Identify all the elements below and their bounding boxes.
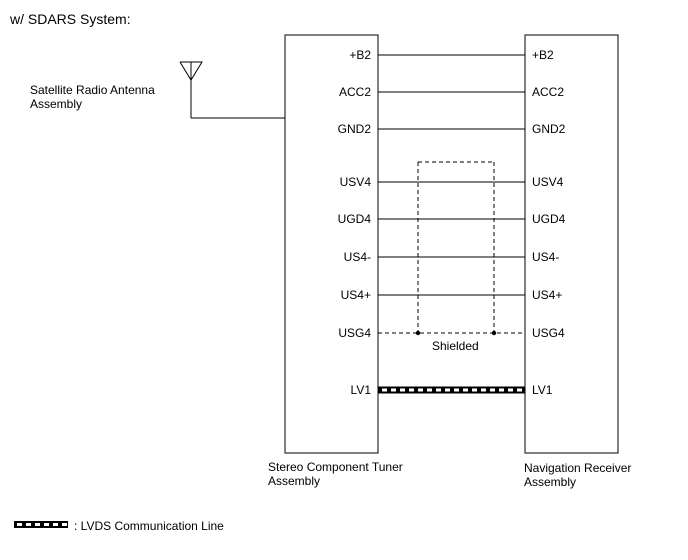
receiver-pin-label: USG4 bbox=[532, 326, 565, 340]
legend-lvds-segment bbox=[17, 523, 22, 526]
lvds-wire-segment bbox=[508, 388, 513, 392]
receiver-pin-label: LV1 bbox=[532, 383, 553, 397]
receiver-label-line2: Assembly bbox=[524, 475, 576, 489]
tuner-pin-label: USV4 bbox=[340, 175, 372, 189]
lvds-wire-segment bbox=[445, 388, 450, 392]
lvds-wire-segment bbox=[382, 388, 387, 392]
lvds-wire-segment bbox=[400, 388, 405, 392]
lvds-wire-segment bbox=[436, 388, 441, 392]
lvds-wire-segment bbox=[463, 388, 468, 392]
legend-lvds-swatch bbox=[14, 521, 68, 528]
receiver-pin-label: USV4 bbox=[532, 175, 564, 189]
lvds-wire-segment bbox=[454, 388, 459, 392]
tuner-pin-label: LV1 bbox=[351, 383, 372, 397]
lvds-wire-segment bbox=[499, 388, 504, 392]
lvds-wire-segment bbox=[472, 388, 477, 392]
diagram-title: w/ SDARS System: bbox=[9, 11, 131, 27]
legend-lvds-segment bbox=[26, 523, 31, 526]
receiver-pin-label: US4+ bbox=[532, 288, 562, 302]
antenna-label-line2: Assembly bbox=[30, 97, 82, 111]
shield-enclosure bbox=[417, 161, 495, 333]
legend-lvds-segment bbox=[62, 523, 67, 526]
receiver-pin-label: ACC2 bbox=[532, 85, 564, 99]
tuner-pin-label: US4- bbox=[344, 250, 371, 264]
tuner-pin-label: ACC2 bbox=[339, 85, 371, 99]
antenna-label-line1: Satellite Radio Antenna bbox=[30, 83, 155, 97]
lvds-wire-segment bbox=[490, 388, 495, 392]
tuner-pin-label: USG4 bbox=[338, 326, 371, 340]
lvds-wire-segment bbox=[418, 388, 423, 392]
receiver-pin-label: UGD4 bbox=[532, 212, 566, 226]
shield-junction-left bbox=[415, 330, 421, 336]
lvds-wire-segment bbox=[409, 388, 414, 392]
lvds-wire-segment bbox=[517, 388, 522, 392]
lvds-wire-segment bbox=[427, 388, 432, 392]
legend-lvds-segment bbox=[44, 523, 49, 526]
legend-lvds-segment bbox=[35, 523, 40, 526]
tuner-pin-label: UGD4 bbox=[338, 212, 372, 226]
lvds-wire-segment bbox=[481, 388, 486, 392]
antenna-icon bbox=[179, 61, 285, 119]
receiver-pin-label: US4- bbox=[532, 250, 559, 264]
lvds-wire-segment bbox=[391, 388, 396, 392]
legend-lvds-segment bbox=[53, 523, 58, 526]
tuner-pin-label: GND2 bbox=[338, 122, 372, 136]
receiver-pin-label: +B2 bbox=[532, 48, 554, 62]
lvds-wire-8 bbox=[378, 386, 525, 394]
shield-junction-right bbox=[491, 330, 497, 336]
receiver-box bbox=[524, 34, 619, 454]
shield-label: Shielded bbox=[432, 339, 479, 353]
legend-lvds-pattern bbox=[17, 523, 67, 526]
tuner-label-line1: Stereo Component Tuner bbox=[268, 460, 403, 474]
tuner-label-line2: Assembly bbox=[268, 474, 320, 488]
tuner-box bbox=[284, 34, 379, 454]
receiver-pin-label: GND2 bbox=[532, 122, 566, 136]
legend-label: : LVDS Communication Line bbox=[74, 519, 224, 533]
receiver-label-line1: Navigation Receiver bbox=[524, 461, 631, 475]
tuner-pin-label: US4+ bbox=[341, 288, 371, 302]
tuner-pin-label: +B2 bbox=[349, 48, 371, 62]
